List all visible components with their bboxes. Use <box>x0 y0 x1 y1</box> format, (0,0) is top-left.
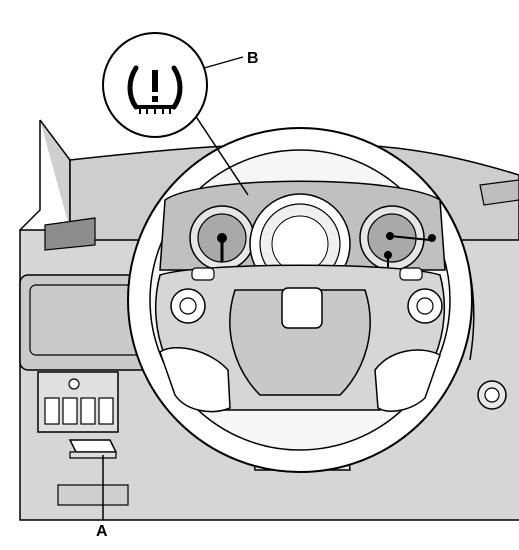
center-gauge-face <box>271 215 329 273</box>
right-spoke-switch-top <box>399 267 423 281</box>
callout-a-label: A <box>96 523 108 540</box>
callout-a: A <box>96 455 108 540</box>
callout-b-label: B <box>247 50 259 67</box>
right-gauge-needle <box>389 235 431 241</box>
switch-1 <box>44 397 60 425</box>
lower-trim-tab <box>57 484 129 506</box>
right-gauge-mini-dot <box>428 234 436 242</box>
ignition-knob-center <box>484 387 500 403</box>
air-vent-left <box>44 217 96 251</box>
horn-emblem <box>281 287 323 329</box>
a-pillar-trim <box>39 119 71 230</box>
callout-b: B <box>102 32 259 196</box>
tpms-reset-button <box>68 439 118 453</box>
tpms-reset-button-base <box>69 451 117 459</box>
switch-2 <box>62 397 78 425</box>
a-pillar-left <box>19 120 41 231</box>
left-spoke-switch-top <box>191 267 215 281</box>
callout-b-pointer <box>194 114 249 196</box>
switch-bank-knob <box>68 378 80 390</box>
tire-pressure-warning-icon <box>127 65 183 114</box>
air-vent-right <box>479 179 519 206</box>
switch-3 <box>80 397 96 425</box>
right-spoke-pad <box>374 349 441 412</box>
left-spoke-pad <box>159 347 231 413</box>
right-spoke-dial-center <box>416 297 434 315</box>
left-spoke-dial-center <box>179 297 197 315</box>
airbag-cover <box>229 289 371 396</box>
steering-wheel <box>127 127 473 473</box>
switch-4 <box>98 397 114 425</box>
